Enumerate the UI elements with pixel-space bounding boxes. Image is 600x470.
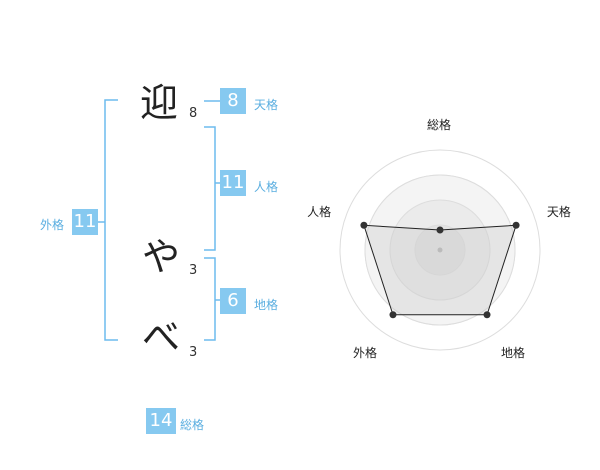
radar-point-3: [483, 311, 491, 319]
radar-axis-label-1: 総格: [427, 118, 452, 132]
tenkaku-value: 8: [220, 88, 246, 114]
stroke-count-3: 3: [189, 345, 198, 360]
chikaku-value: 6: [220, 288, 246, 314]
radar-axis-label-5: 人格: [307, 205, 332, 220]
name-char-3: べ: [142, 315, 181, 359]
radar-point-4: [389, 311, 397, 319]
gaikaku-label: 外格: [40, 218, 65, 232]
soukaku-label: 総格: [180, 418, 205, 432]
radar-axis-label-2: 天格: [546, 205, 571, 220]
jinkaku-value: 11: [220, 170, 246, 196]
radar-axis-label-3: 地格: [501, 345, 526, 360]
jinkaku-label: 人格: [254, 180, 279, 194]
radar-series-polygon: [363, 224, 517, 316]
tenkaku-label: 天格: [254, 98, 279, 112]
radar-center-dot: [437, 247, 443, 253]
radar-point-1: [436, 226, 444, 234]
name-char-1: 迎: [140, 81, 179, 125]
soukaku-value: 14: [146, 408, 176, 434]
stroke-count-2: 3: [189, 263, 198, 278]
radar-point-2: [512, 221, 520, 229]
stroke-count-1: 8: [189, 106, 198, 121]
radar-point-5: [360, 221, 368, 229]
radar-axis-label-4: 外格: [352, 345, 377, 360]
chikaku-label: 地格: [254, 298, 279, 312]
name-char-2: や: [142, 235, 181, 279]
gaikaku-value: 11: [72, 209, 98, 235]
